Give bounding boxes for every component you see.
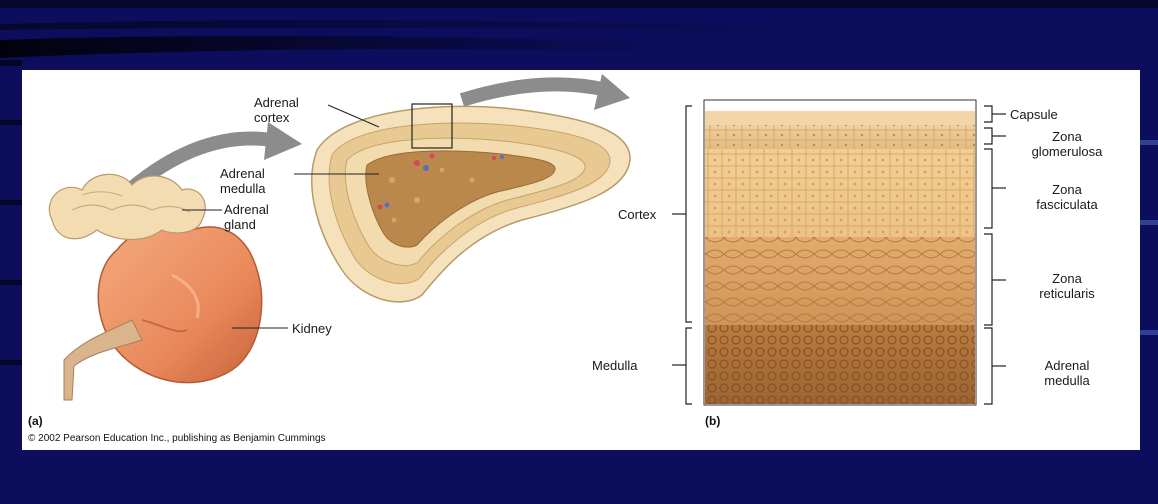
label-adrenal-medulla: Adrenal medulla	[220, 166, 266, 196]
adrenal-illustration	[22, 70, 1140, 450]
label-capsule: Capsule	[1010, 107, 1058, 122]
histology-column	[704, 100, 976, 405]
label-zona-fasciculata: Zona fasciculata	[1012, 182, 1122, 212]
figure-panel: Adrenal cortex Adrenal medulla Adrenal g…	[22, 70, 1140, 450]
label-adrenal-cortex: Adrenal cortex	[254, 95, 299, 125]
label-adrenal-gland: Adrenal gland	[224, 202, 269, 232]
kidney-illustration	[64, 226, 262, 400]
label-zona-glomerulosa: Zona glomerulosa	[1012, 129, 1122, 159]
adrenal-gland-illustration	[49, 174, 205, 239]
panel-label-a: (a)	[28, 414, 43, 428]
panel-label-b: (b)	[705, 414, 720, 428]
label-adrenal-medulla-b: Adrenal medulla	[1012, 358, 1122, 388]
label-kidney: Kidney	[292, 321, 332, 336]
copyright-text: © 2002 Pearson Education Inc., publishin…	[28, 433, 326, 444]
adrenal-cross-section	[312, 104, 630, 302]
label-cortex: Cortex	[618, 207, 656, 222]
arrow-section-to-histology	[462, 84, 607, 100]
label-medulla: Medulla	[592, 358, 638, 373]
label-zona-reticularis: Zona reticularis	[1012, 271, 1122, 301]
